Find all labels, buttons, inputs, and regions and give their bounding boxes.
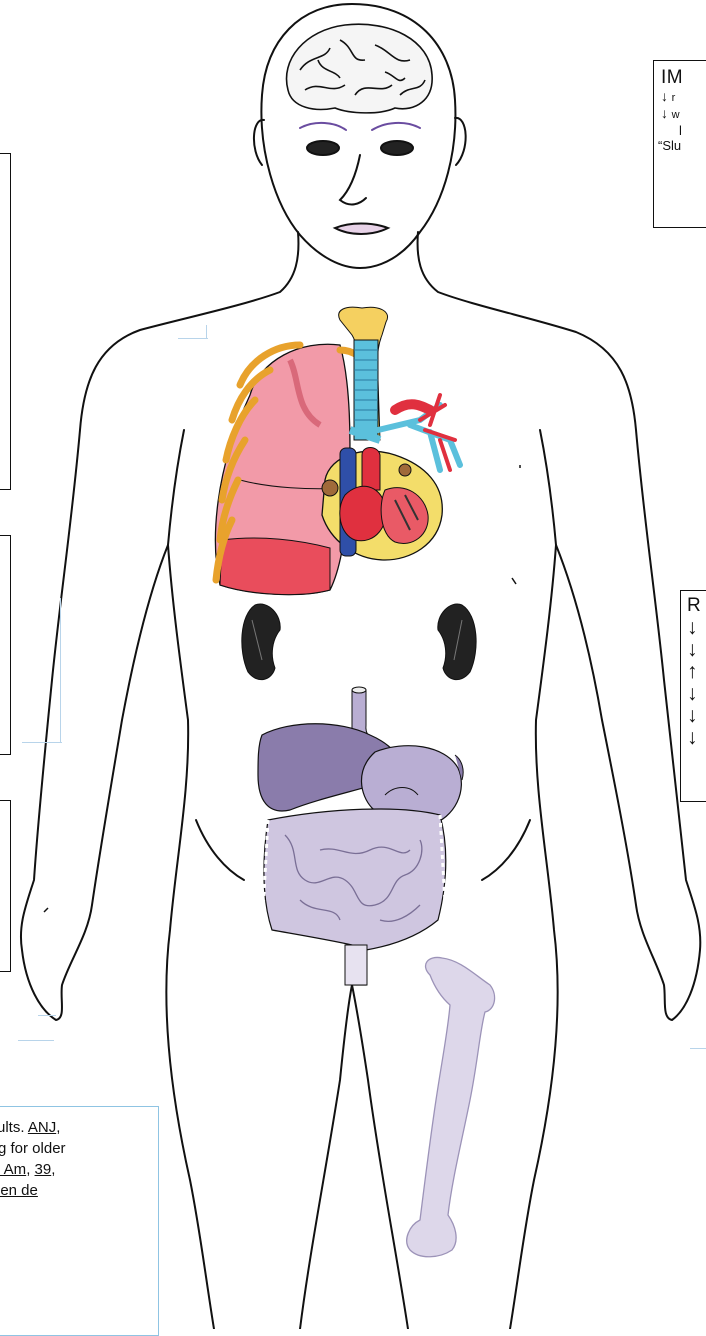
reference-text: g for older: [0, 1140, 66, 1157]
reference-text: ults.: [0, 1119, 28, 1136]
guide-line: [38, 1015, 56, 1016]
arrow-up-icon: ↑: [687, 661, 706, 683]
arrow-down-icon: ↓: [687, 683, 706, 705]
guide-line: [206, 325, 207, 339]
reference-line: g for older: [0, 1138, 157, 1159]
im-box-line: ↓ r: [661, 89, 706, 106]
im-box-line: “Slu: [658, 138, 706, 153]
arrow-down-icon: ↓: [687, 617, 706, 639]
guide-line: [178, 338, 208, 339]
im-info-box: IM ↓ r ↓ w l “Slu: [653, 60, 706, 228]
left-panel-2: [0, 535, 11, 755]
im-line-text: w: [672, 109, 680, 121]
guide-line: [22, 742, 62, 743]
im-line-text: l: [679, 123, 682, 138]
arrow-down-icon: ↓: [687, 639, 706, 661]
kidneys: [242, 604, 476, 680]
guide-line: [18, 1040, 54, 1041]
im-line-text: “Slu: [658, 138, 681, 153]
reference-link[interactable]: ien de: [0, 1182, 38, 1199]
reference-line: l Am, 39,: [0, 1159, 156, 1180]
references-box: ults. ANJ, g for older l Am, 39, ien de: [0, 1106, 159, 1336]
reference-link[interactable]: 39: [35, 1161, 52, 1178]
r-box-title: R: [687, 595, 706, 617]
femur-bone: [407, 957, 495, 1256]
reference-line: ults. ANJ,: [0, 1117, 156, 1138]
left-panel-1: [0, 153, 11, 490]
arrow-down-icon: ↓: [687, 705, 706, 727]
arrow-down-icon: ↓: [687, 727, 706, 749]
reference-link[interactable]: l Am: [0, 1161, 26, 1178]
guide-line: [690, 1048, 706, 1049]
face: [300, 123, 420, 234]
down-arrow-icon: ↓: [661, 105, 668, 121]
r-info-box: R ↓ ↓ ↑ ↓ ↓ ↓: [680, 590, 706, 802]
left-panel-3: [0, 800, 11, 972]
reference-text: ,: [26, 1161, 34, 1178]
im-box-title: IM: [661, 67, 706, 89]
reference-text: ,: [56, 1119, 60, 1136]
intestines: [262, 809, 446, 985]
im-box-line: l: [661, 123, 706, 138]
guide-line: [60, 598, 61, 743]
down-arrow-icon: ↓: [661, 88, 668, 104]
brain: [287, 24, 433, 113]
heart: [322, 448, 442, 561]
reference-text: ,: [51, 1161, 55, 1178]
reference-link[interactable]: ANJ: [28, 1119, 56, 1136]
im-box-line: ↓ w: [661, 106, 706, 123]
im-line-text: r: [672, 92, 676, 104]
reference-line: ien de: [0, 1180, 156, 1201]
